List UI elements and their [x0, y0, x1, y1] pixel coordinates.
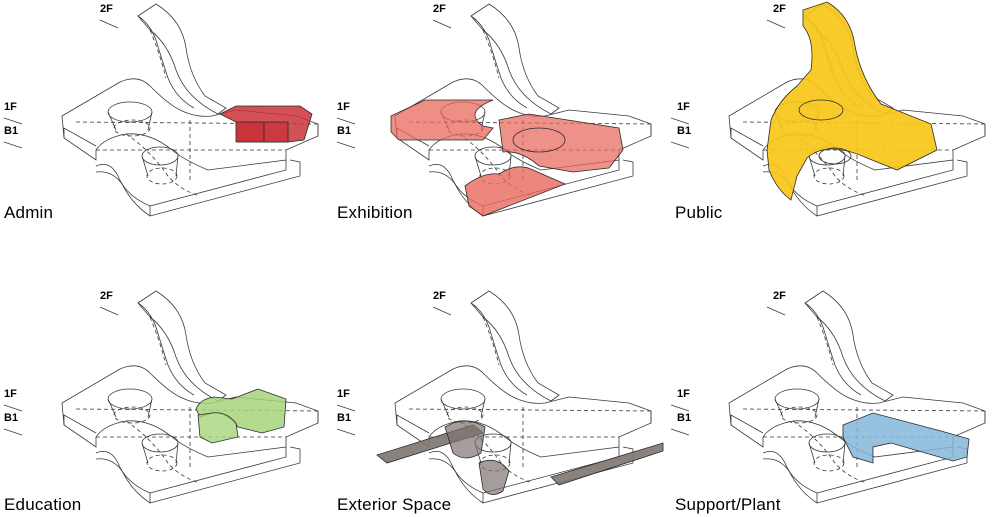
- program-zone: [376, 420, 664, 495]
- level-label-2f: 2F: [100, 3, 113, 15]
- building-axonometric: [670, 290, 986, 504]
- level-label-2f: 2F: [100, 290, 113, 302]
- panel-exterior-space: 2F 1F B1 Exterior Space: [333, 259, 666, 517]
- program-zone: [842, 412, 970, 464]
- level-label-1f: 1F: [4, 101, 17, 113]
- level-label-2f: 2F: [433, 3, 446, 15]
- exhibition-zone-south: [464, 166, 567, 217]
- education-zone-front: [197, 412, 239, 444]
- caption-exhibition: Exhibition: [337, 203, 413, 222]
- panel-education: 2F 1F B1 Education: [0, 259, 333, 517]
- building-axonometric: [3, 290, 319, 504]
- caption-admin: Admin: [4, 203, 54, 222]
- program-zone: [219, 105, 313, 143]
- caption-education: Education: [4, 495, 82, 514]
- admin-zone-front: [235, 121, 265, 143]
- panel-public: 2F 1F B1 Public: [667, 0, 1000, 258]
- building-outline: [3, 3, 319, 217]
- exhibition-void: [512, 127, 566, 153]
- level-label-2f: 2F: [773, 290, 786, 302]
- exhibition-zone-west: [390, 99, 494, 141]
- level-label-2f: 2F: [433, 290, 446, 302]
- public-void-upper: [798, 99, 844, 121]
- caption-public: Public: [675, 203, 723, 222]
- level-label-b1: B1: [337, 125, 352, 137]
- building-axonometric: [336, 290, 664, 504]
- caption-exterior-space: Exterior Space: [337, 495, 452, 514]
- exterior-strip-east: [550, 442, 664, 486]
- exhibition-zone-east: [498, 113, 624, 173]
- level-label-2f: 2F: [773, 3, 786, 15]
- public-zone: [766, 1, 938, 201]
- panel-admin: 2F 1F B1 Admin: [0, 0, 333, 258]
- panel-exhibition: 2F 1F B1 Exhibition: [333, 0, 666, 258]
- caption-support-plant: Support/Plant: [675, 495, 781, 514]
- level-label-1f: 1F: [4, 388, 17, 400]
- public-void-lower: [818, 147, 852, 165]
- panel-support-plant: 2F 1F B1 Support/Plant: [667, 259, 1000, 517]
- exterior-courtyard-upper: [444, 420, 486, 459]
- exterior-courtyard-lower: [478, 459, 510, 495]
- level-label-1f: 1F: [337, 101, 350, 113]
- level-label-b1: B1: [4, 412, 19, 424]
- level-label-b1: B1: [337, 412, 352, 424]
- program-zone: [195, 388, 287, 444]
- program-zone: [766, 1, 938, 201]
- level-label-b1: B1: [677, 125, 692, 137]
- building-axonometric: [670, 1, 986, 217]
- building-outline: [670, 290, 986, 504]
- building-axonometric: [3, 3, 319, 217]
- building-outline: [3, 290, 319, 504]
- program-zone: [390, 99, 624, 217]
- level-label-b1: B1: [4, 125, 19, 137]
- admin-zone-side: [263, 121, 289, 143]
- level-label-b1: B1: [677, 412, 692, 424]
- level-label-1f: 1F: [337, 388, 350, 400]
- building-axonometric: [336, 3, 652, 217]
- support-plant-zone: [842, 412, 970, 464]
- level-label-1f: 1F: [677, 388, 690, 400]
- building-outline: [336, 290, 652, 504]
- level-label-1f: 1F: [677, 101, 690, 113]
